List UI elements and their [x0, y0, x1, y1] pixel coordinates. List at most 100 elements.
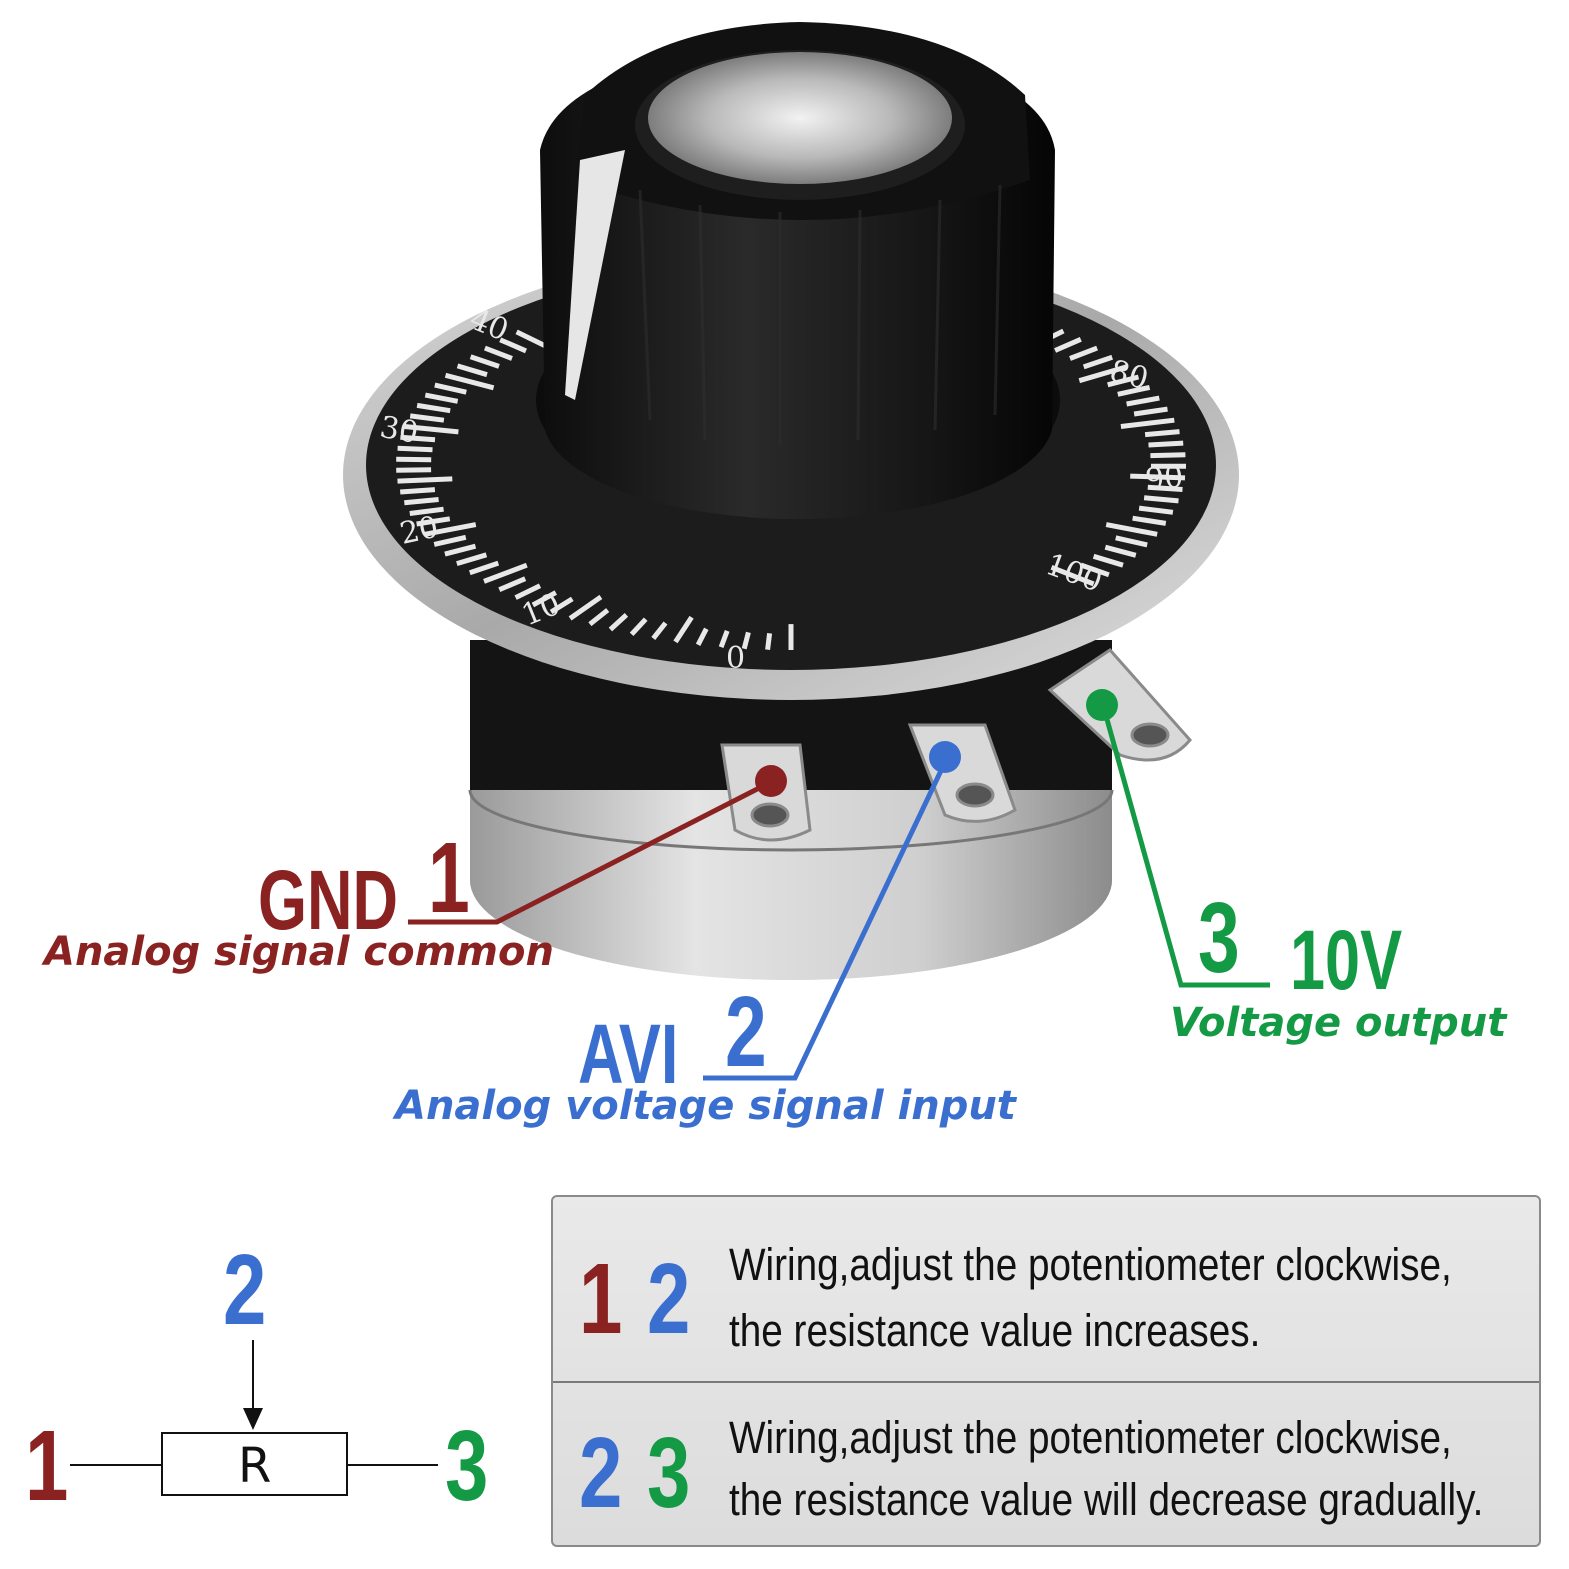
row1-line1: Wiring,adjust the potentiometer clockwis… [729, 1239, 1452, 1290]
dial-tick [1079, 562, 1110, 578]
schematic-pin-1: 1 [25, 1410, 69, 1522]
dial-tick [456, 363, 488, 378]
v10-description: Voltage output [1170, 1000, 1507, 1046]
row1-pin-a: 1 [579, 1243, 623, 1355]
schematic-lines [70, 1340, 438, 1496]
dial-tick [1092, 553, 1124, 568]
dial-tick [531, 590, 557, 608]
dial-tick [434, 382, 467, 395]
avi-number: 2 [725, 976, 767, 1088]
row2-pin-b: 3 [647, 1417, 691, 1529]
avi-pin-dot [929, 741, 961, 773]
dial-tick [409, 413, 445, 423]
v10-number: 3 [1198, 882, 1240, 994]
dial-tick [416, 402, 451, 414]
schematic-pin-3: 3 [445, 1410, 489, 1522]
dial-tick [1126, 395, 1160, 407]
dial-tick [1117, 384, 1151, 397]
dial-tick [568, 594, 603, 621]
v10-leader [1086, 689, 1270, 988]
dial-tick [765, 632, 773, 651]
dial-label-0: 0 [726, 641, 745, 676]
row1-pin-b: 2 [647, 1243, 691, 1355]
gnd-number: 1 [428, 822, 470, 934]
knob-pointer [565, 150, 625, 400]
dial-tick [1054, 337, 1082, 353]
dial-tick [424, 392, 459, 404]
dial-tick [456, 552, 488, 566]
row2-line2: the resistance value will decrease gradu… [729, 1474, 1484, 1525]
wiper-arrow-icon [243, 1408, 263, 1430]
v10-pin-dot [1086, 689, 1118, 721]
dial-tick [1069, 345, 1098, 361]
dial-tick [424, 522, 477, 537]
dial-tick [400, 434, 436, 443]
dial-tick [397, 476, 453, 484]
schematic: R 2 1 3 [0, 1230, 540, 1550]
row1-line2: the resistance value increases. [729, 1305, 1261, 1356]
gnd-leader [408, 765, 787, 925]
dial-tick [1143, 495, 1179, 504]
dial-tick [695, 627, 709, 646]
dial-tick [396, 467, 432, 473]
dial-tick [1107, 374, 1140, 388]
dial-tick [469, 354, 500, 369]
dial-tick [409, 506, 444, 516]
row2-pin-a: 2 [579, 1417, 623, 1529]
panel-divider [553, 1381, 1539, 1383]
row2-line1: Wiring,adjust the potentiometer clockwis… [729, 1412, 1452, 1463]
dial-ticks [396, 321, 1187, 651]
dial-tick [444, 372, 495, 391]
gnd-description: Analog signal common [44, 929, 554, 975]
dial-tick [1144, 429, 1180, 438]
dial-tick [484, 345, 513, 361]
dial-tick [1130, 473, 1186, 481]
dial-tick [588, 608, 610, 627]
schematic-pin-2: 2 [223, 1234, 267, 1346]
gnd-name: GND [258, 853, 399, 947]
dial-tick [1115, 535, 1148, 548]
dial-tick [549, 596, 574, 615]
dial-tick [608, 613, 629, 632]
dial-tick [396, 456, 432, 463]
dial-tick [1104, 544, 1137, 558]
dial-tick [1082, 354, 1113, 370]
wiring-panel: 1 2 Wiring,adjust the potentiometer cloc… [551, 1195, 1541, 1547]
dial-label-30: 30 [377, 410, 421, 451]
dial-tick [718, 630, 730, 648]
avi-leader [703, 741, 961, 1081]
dial-tick [499, 337, 527, 354]
dial-tick [1078, 364, 1127, 384]
dial-tick [1105, 522, 1158, 537]
dial-tick [416, 516, 451, 527]
dial-tick [404, 424, 459, 435]
dial-tick [400, 487, 436, 495]
resistor-symbol [161, 1432, 348, 1496]
v10-name: 10V [1290, 913, 1403, 1007]
dial-tick [1050, 564, 1095, 587]
gnd-pin-dot [755, 765, 787, 797]
avi-description: Analog voltage signal input [395, 1083, 1016, 1129]
dial-tick [1147, 484, 1183, 492]
dial-tick [651, 621, 668, 640]
dial-tick [483, 562, 528, 584]
dial-tick [1120, 417, 1175, 429]
dial-tick [1148, 440, 1184, 448]
dial-tick [629, 617, 648, 637]
avi-name: AVI [578, 1007, 679, 1101]
dial-label-20: 20 [397, 510, 442, 552]
dial-tick [1132, 515, 1167, 526]
dial-tick [514, 583, 542, 600]
dial-tick [397, 445, 433, 453]
dial-tick [433, 534, 467, 547]
dial-tick [469, 560, 500, 576]
dial-tick [741, 631, 751, 650]
dial-tick [673, 615, 694, 644]
dial-tick [1138, 505, 1174, 515]
dial-label-90: 90 [1144, 459, 1185, 497]
dial-tick [1150, 452, 1186, 459]
dial-tick [404, 497, 439, 506]
resistor-label: R [238, 1438, 272, 1494]
